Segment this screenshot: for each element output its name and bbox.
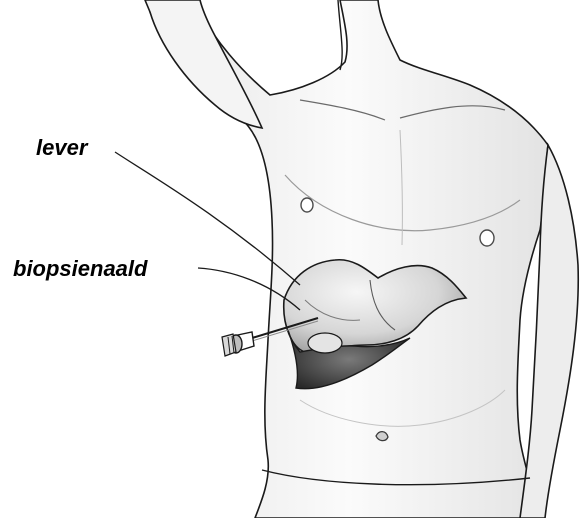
liver-label: lever [36, 137, 87, 159]
raised-arm [145, 0, 262, 128]
nipple-left [301, 198, 313, 212]
gallbladder [308, 333, 342, 353]
navel [376, 432, 388, 441]
biopsy-needle-label: biopsienaald [13, 258, 147, 280]
nipple-right [480, 230, 494, 246]
